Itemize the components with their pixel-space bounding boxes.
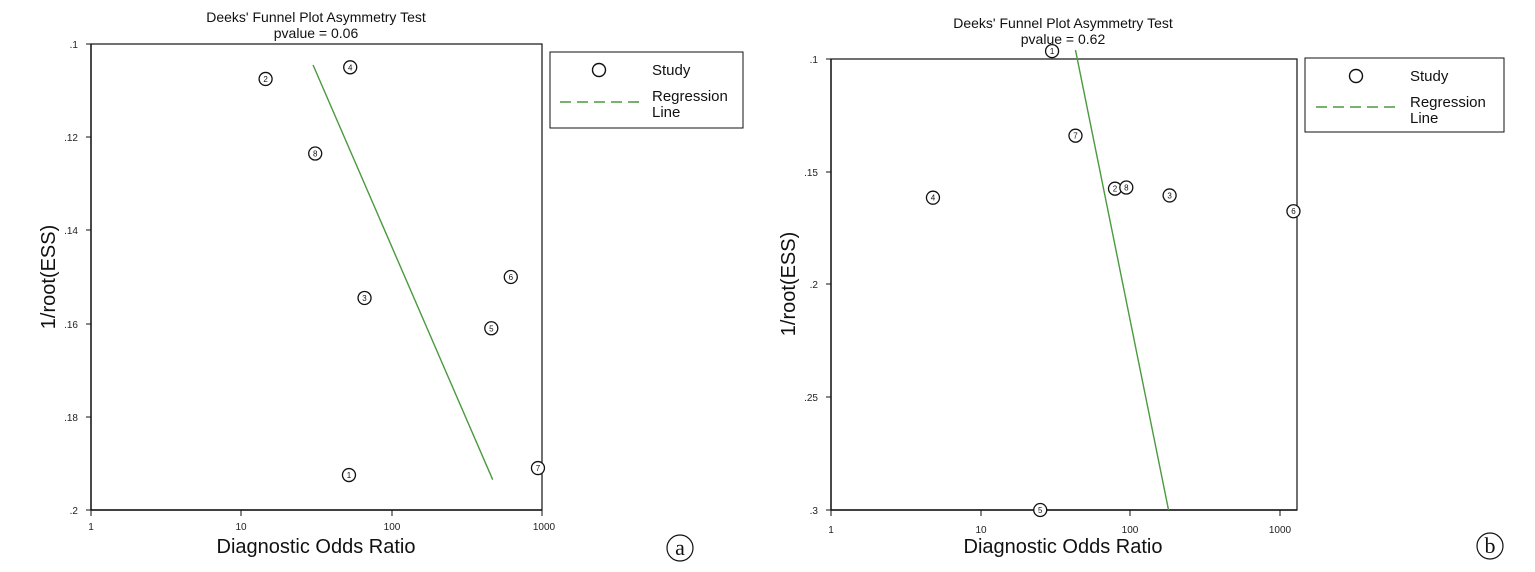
x-ticks: 1 10 100 1000 [88, 510, 556, 533]
legend: Study Regression Line [1304, 57, 1505, 133]
study-point-label: 4 [348, 63, 353, 72]
legend-study-symbol [591, 62, 607, 78]
legend-regression-label-line1: Regression [1410, 94, 1486, 111]
panel-tag-circle [666, 534, 694, 562]
y-tick-label: .2 [70, 506, 79, 517]
x-tick-label: 10 [975, 525, 987, 536]
y-ticks: .1 .15 .2 .25 .3 [804, 55, 831, 517]
study-point-label: 5 [489, 324, 494, 333]
y-tick-label: .15 [804, 168, 818, 179]
y-tick-label: .1 [70, 40, 79, 51]
study-point [530, 460, 546, 476]
chart-title: Deeks' Funnel Plot Asymmetry Test [953, 15, 1173, 31]
plot-area [90, 43, 543, 511]
study-point [357, 290, 372, 306]
study-point [308, 146, 323, 161]
y-axis-title: 1/root(ESS) [778, 232, 800, 336]
legend-study-label: Study [652, 62, 691, 79]
y-tick-label: .16 [64, 320, 78, 331]
study-point [1044, 43, 1060, 59]
legend-regression-label: Regression Line [652, 88, 732, 121]
y-tick-label: .12 [64, 133, 78, 144]
panel-a: Deeks' Funnel Plot Asymmetry Test pvalue… [38, 9, 744, 562]
y-tick-label: .1 [810, 55, 819, 66]
x-axis-title: Diagnostic Odds Ratio [964, 536, 1163, 558]
x-ticks: 1 10 100 1000 [828, 510, 1292, 536]
panel-tag: a [675, 535, 685, 560]
y-tick-label: .25 [804, 393, 818, 404]
chart-subtitle: pvalue = 0.06 [274, 25, 359, 41]
panel-tag: b [1485, 533, 1496, 558]
y-tick-label: .2 [810, 280, 819, 291]
study-point-label: 3 [362, 294, 367, 303]
study-point [1033, 502, 1048, 518]
data-marks: 1 2 3 4 5 6 7 8 [925, 43, 1301, 518]
study-point-label: 8 [313, 150, 318, 159]
study-point [503, 269, 518, 285]
x-tick-label: 1 [828, 525, 834, 536]
y-axis-title: 1/root(ESS) [38, 225, 60, 329]
study-point-label: 3 [1167, 191, 1172, 200]
study-point-label: 7 [1073, 132, 1078, 141]
regression-line [1074, 49, 1170, 511]
legend-regression-label-line2: Line [1410, 110, 1438, 127]
study-point [1068, 128, 1083, 143]
study-point [1286, 204, 1301, 219]
study-point [484, 321, 499, 336]
study-point-label: 2 [1113, 185, 1118, 194]
y-tick-label: .18 [64, 413, 78, 424]
study-point-label: 6 [509, 273, 514, 282]
legend-study-label: Study [1410, 68, 1449, 85]
x-tick-label: 100 [1122, 525, 1139, 536]
chart-subtitle: pvalue = 0.62 [1021, 31, 1106, 47]
study-point [343, 60, 358, 75]
study-point [925, 190, 941, 205]
x-axis-title: Diagnostic Odds Ratio [217, 536, 416, 558]
y-tick-label: .14 [64, 226, 78, 237]
y-ticks: .1 .12 .14 .16 .18 .2 [64, 40, 91, 517]
x-tick-label: 1000 [1269, 525, 1292, 536]
legend-regression-label: Regression Line [1410, 94, 1490, 127]
legend-regression-label-line1: Regression [652, 88, 728, 105]
study-point [1119, 180, 1134, 195]
study-point-label: 2 [263, 75, 268, 84]
legend-regression-label-line2: Line [652, 104, 680, 121]
legend-box [549, 51, 744, 129]
study-point [258, 71, 273, 87]
study-point-label: 1 [347, 471, 352, 480]
x-tick-label: 10 [235, 522, 247, 533]
panel-b: Deeks' Funnel Plot Asymmetry Test pvalue… [778, 15, 1505, 560]
plot-area [830, 58, 1298, 511]
x-tick-label: 100 [384, 522, 401, 533]
study-point [341, 467, 357, 483]
study-point-label: 7 [536, 464, 541, 473]
regression-line [312, 64, 494, 480]
study-point [1162, 188, 1177, 203]
panel-tag-circle [1476, 532, 1504, 560]
chart-title: Deeks' Funnel Plot Asymmetry Test [206, 9, 426, 25]
study-point-label: 5 [1038, 506, 1043, 515]
legend-study-symbol [1348, 68, 1364, 84]
legend: Study Regression Line [549, 51, 744, 129]
x-tick-label: 1 [88, 522, 94, 533]
x-tick-label: 1000 [533, 522, 556, 533]
study-point-label: 1 [1050, 47, 1055, 56]
study-point-label: 6 [1291, 207, 1296, 216]
study-point-label: 4 [931, 194, 936, 203]
data-marks: 1 2 3 4 5 6 7 8 [258, 60, 546, 483]
y-tick-label: .3 [810, 506, 819, 517]
legend-box [1304, 57, 1505, 133]
study-point-label: 8 [1124, 184, 1129, 193]
